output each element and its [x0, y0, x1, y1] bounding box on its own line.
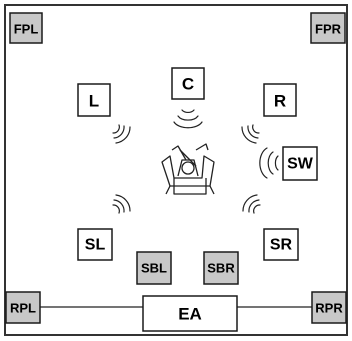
speaker-rpr: RPR — [311, 291, 347, 324]
speaker-rpr-label: RPR — [315, 301, 343, 316]
speaker-r-label: R — [274, 92, 286, 111]
sound-wave-icon — [112, 194, 131, 214]
speaker-rpl: RPL — [5, 291, 41, 324]
speaker-fpr: FPR — [310, 12, 346, 44]
speaker-sl: SL — [77, 228, 113, 261]
speaker-r: R — [263, 83, 297, 117]
speaker-l: L — [77, 83, 111, 117]
speaker-sw-label: SW — [287, 156, 314, 173]
ea-unit: EA — [142, 295, 238, 332]
sound-wave-icon — [112, 124, 131, 144]
speaker-sr-label: SR — [270, 237, 293, 254]
speaker-fpr-label: FPR — [315, 22, 342, 37]
speaker-c: C — [171, 67, 205, 100]
speaker-rpl-label: RPL — [10, 301, 36, 316]
speaker-sbr: SBR — [203, 251, 239, 285]
speaker-sbr-label: SBR — [207, 261, 235, 276]
seated-listener-icon — [161, 143, 215, 195]
speaker-sw: SW — [282, 146, 318, 181]
speaker-c-label: C — [182, 75, 194, 94]
sound-wave-icon — [241, 124, 260, 144]
speaker-fpl: FPL — [9, 12, 43, 44]
speaker-sbl: SBL — [136, 251, 172, 285]
speaker-l-label: L — [89, 92, 99, 111]
sound-wave-icon — [173, 109, 203, 129]
speaker-sr: SR — [263, 228, 299, 261]
speaker-fpl-label: FPL — [14, 22, 39, 37]
sound-wave-icon — [242, 194, 261, 214]
speaker-sbl-label: SBL — [141, 261, 167, 276]
room-frame — [4, 4, 348, 336]
speaker-sl-label: SL — [85, 237, 106, 254]
ea-label: EA — [178, 305, 202, 324]
sound-wave-icon — [259, 147, 279, 179]
